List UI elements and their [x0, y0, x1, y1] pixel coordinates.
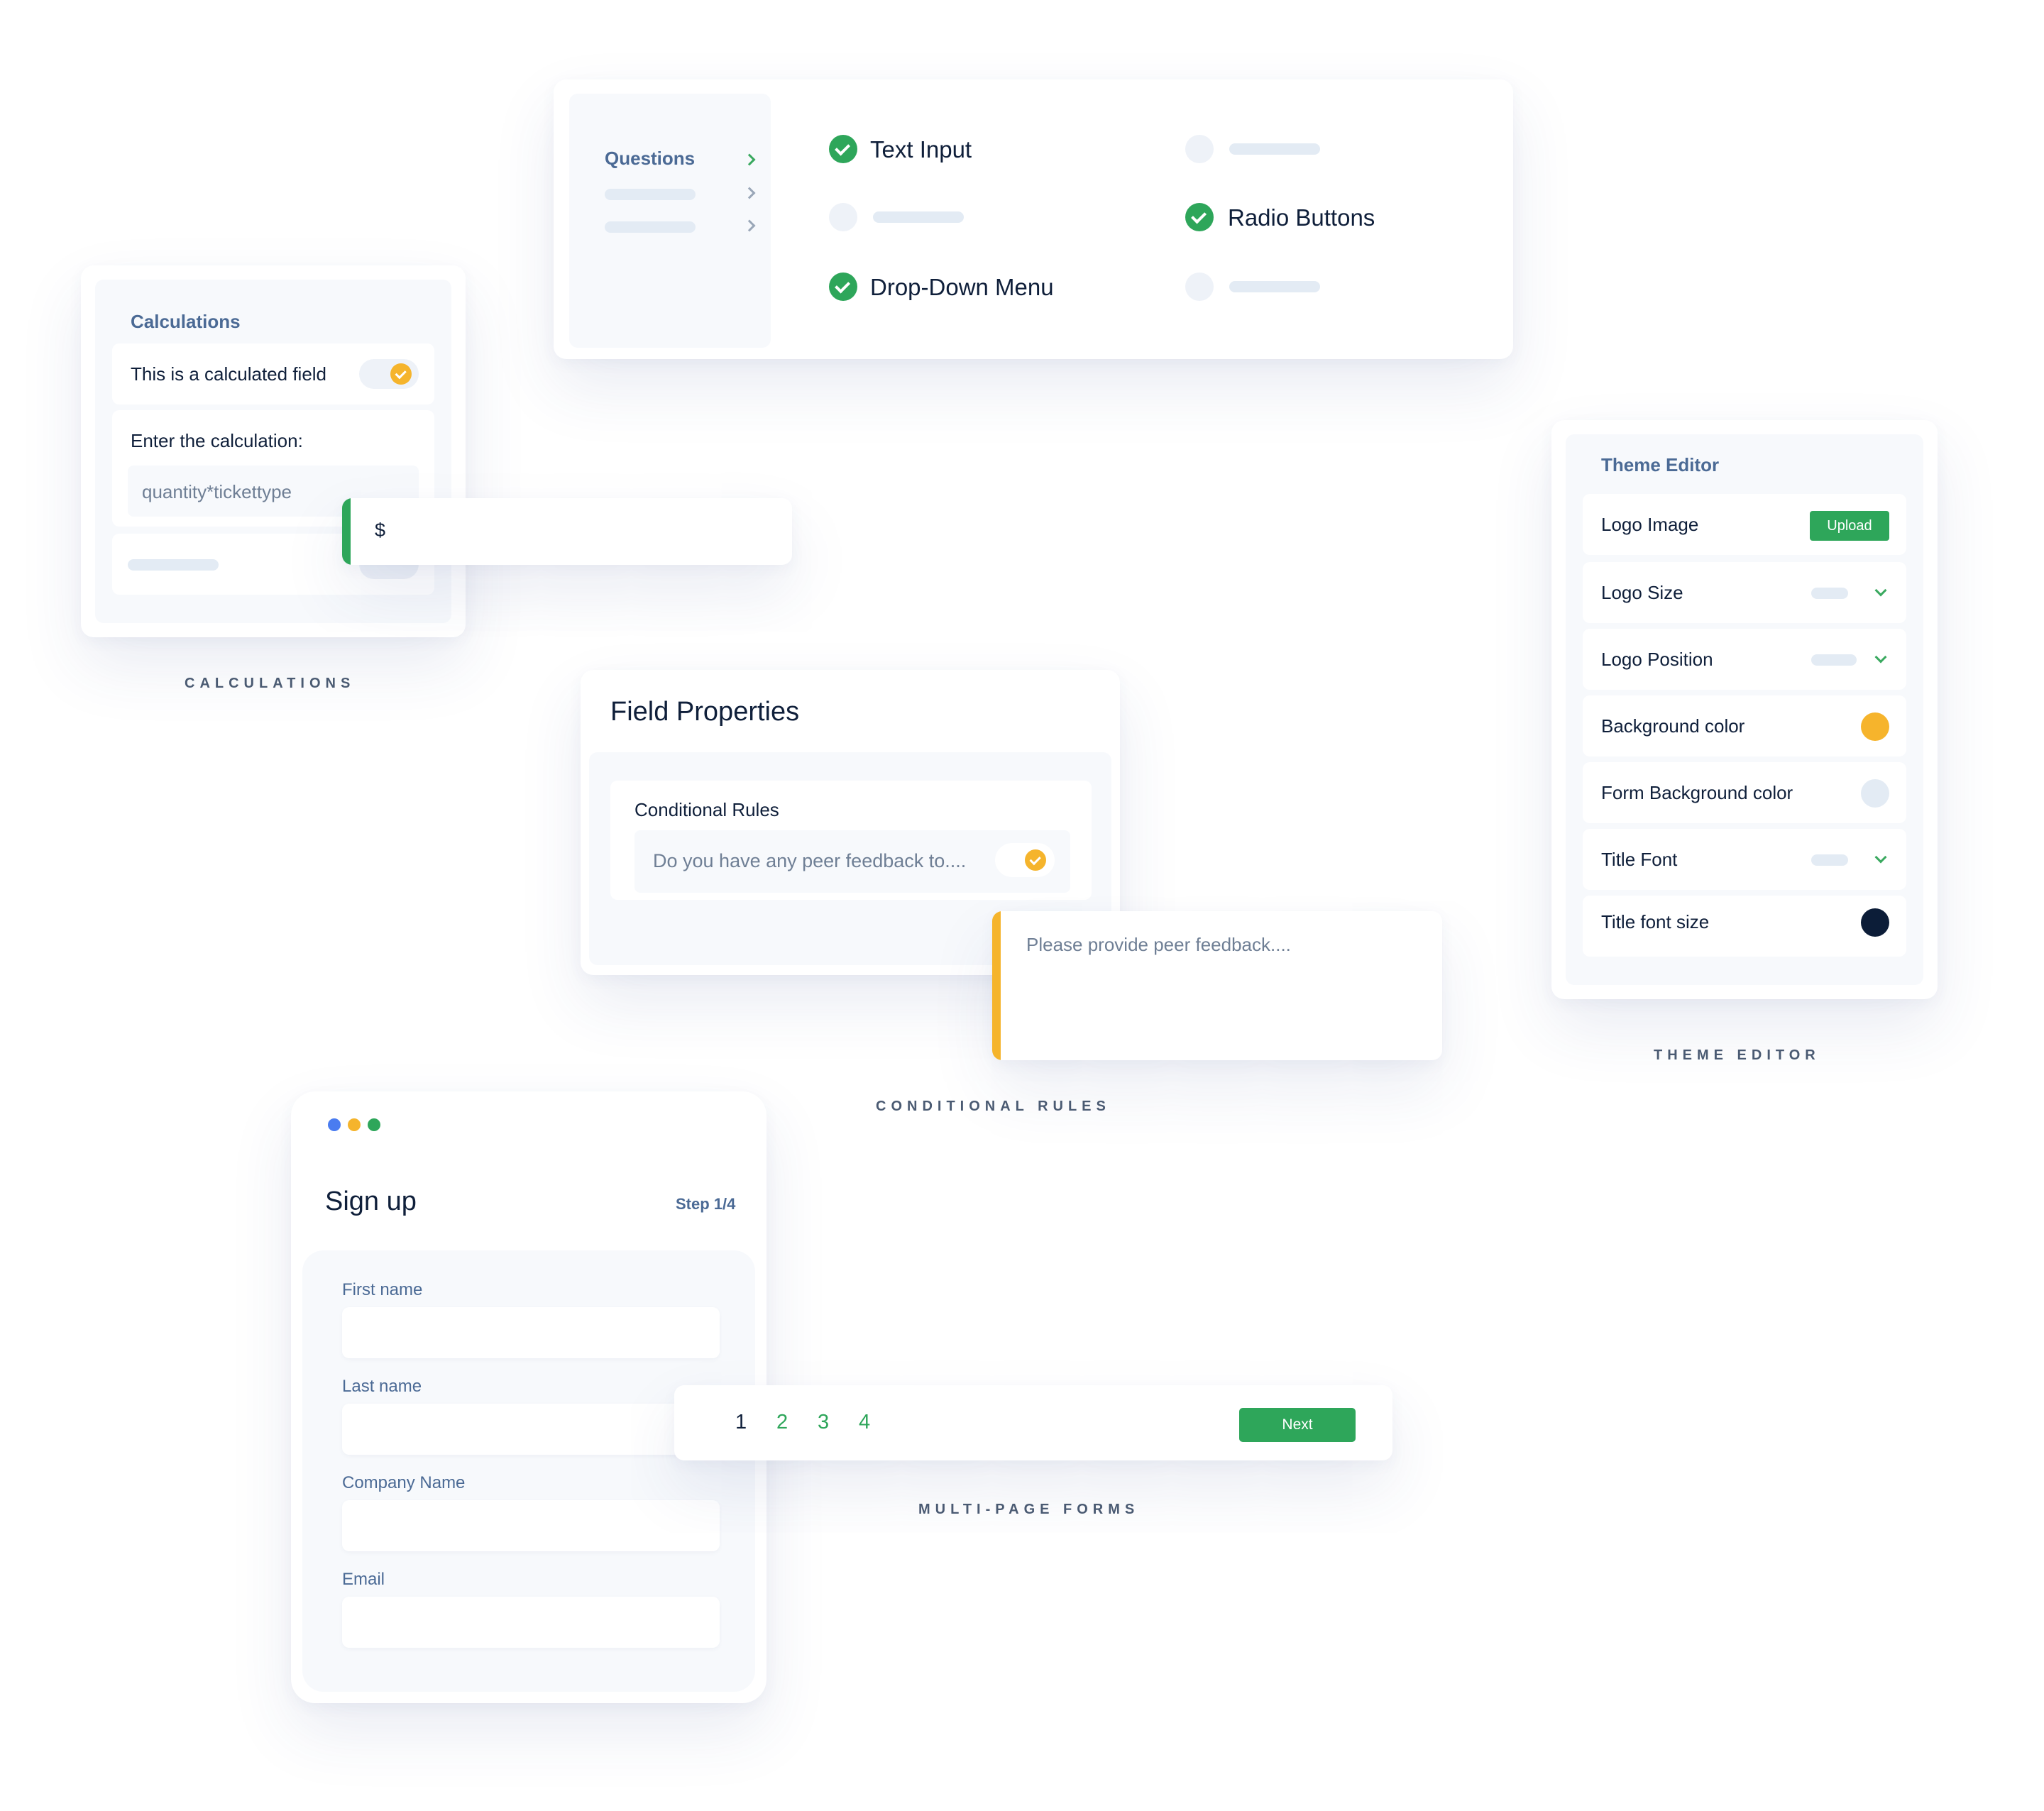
background-color-swatch[interactable]: [1861, 712, 1889, 741]
feedback-placeholder: Please provide peer feedback....: [1026, 934, 1291, 955]
enter-calculation-label: Enter the calculation:: [131, 430, 303, 451]
calculations-card: Calculations This is a calculated field …: [81, 265, 466, 637]
first-name-input[interactable]: [342, 1307, 720, 1358]
calculations-caption: CALCULATIONS: [185, 676, 356, 691]
check-icon: [1185, 203, 1214, 231]
company-name-input[interactable]: [342, 1500, 720, 1551]
last-name-input[interactable]: [342, 1404, 720, 1455]
next-button[interactable]: Next: [1239, 1408, 1356, 1442]
calculation-row: Enter the calculation: quantity*ticketty…: [112, 410, 434, 527]
logo-size-label: Logo Size: [1601, 582, 1683, 603]
chevron-right-icon[interactable]: [743, 153, 756, 166]
question-type-placeholder: [1229, 143, 1320, 155]
logo-image-label: Logo Image: [1601, 514, 1699, 535]
calculated-field-toggle[interactable]: [359, 359, 419, 389]
chevron-right-icon[interactable]: [743, 219, 756, 232]
title-font-row[interactable]: Title Font: [1583, 829, 1906, 890]
step-indicator: Step 1/4: [676, 1195, 736, 1213]
theme-editor-inner: Theme Editor Logo Image Upload Logo Size…: [1566, 434, 1923, 985]
form-background-color-row[interactable]: Form Background color: [1583, 762, 1906, 823]
chevron-right-icon[interactable]: [743, 187, 756, 199]
title-font-size-label: Title font size: [1601, 911, 1710, 932]
logo-position-label: Logo Position: [1601, 649, 1713, 670]
signup-title: Sign up: [325, 1187, 417, 1216]
logo-size-row[interactable]: Logo Size: [1583, 562, 1906, 623]
questions-sidebar: Questions: [569, 94, 771, 348]
chevron-down-icon[interactable]: [1874, 584, 1887, 597]
field-properties-card: Field Properties Conditional Rules Do yo…: [581, 670, 1120, 975]
check-icon: [829, 135, 857, 163]
rule-toggle[interactable]: [995, 843, 1055, 877]
sidebar-item-placeholder[interactable]: [605, 221, 696, 233]
theme-editor-title: Theme Editor: [1601, 454, 1720, 475]
peer-feedback-textarea[interactable]: Please provide peer feedback....: [992, 911, 1442, 1060]
question-type-placeholder: [873, 211, 964, 223]
check-icon: [1025, 849, 1046, 871]
calculation-input-value: quantity*tickettype: [142, 481, 292, 502]
calculated-field-row[interactable]: This is a calculated field: [112, 343, 434, 404]
last-name-label: Last name: [342, 1377, 422, 1396]
logo-size-value: [1811, 588, 1848, 599]
theme-editor-card: Theme Editor Logo Image Upload Logo Size…: [1551, 420, 1938, 999]
form-background-color-swatch[interactable]: [1861, 779, 1889, 808]
empty-circle-icon: [1185, 135, 1214, 163]
email-label: Email: [342, 1570, 385, 1589]
chevron-down-icon[interactable]: [1874, 651, 1887, 664]
empty-circle-icon: [1185, 273, 1214, 301]
question-type-drop-down-menu[interactable]: Drop-Down Menu: [870, 274, 1054, 300]
green-accent-bar: [342, 498, 351, 565]
question-types-card: Questions Text Input Radio Buttons Drop-…: [554, 79, 1513, 359]
background-color-row[interactable]: Background color: [1583, 695, 1906, 756]
form-background-color-label: Form Background color: [1601, 782, 1793, 803]
conditional-rules-row: Conditional Rules Do you have any peer f…: [610, 781, 1092, 900]
page-2[interactable]: 2: [776, 1411, 789, 1433]
rule-question-text: Do you have any peer feedback to....: [653, 850, 967, 871]
window-dot-green: [368, 1118, 380, 1131]
window-dot-yellow: [348, 1118, 361, 1131]
logo-position-value: [1811, 654, 1857, 666]
background-color-label: Background color: [1601, 715, 1745, 737]
calculated-field-label: This is a calculated field: [131, 363, 327, 385]
sidebar-item-questions[interactable]: Questions: [605, 148, 696, 169]
title-font-label: Title Font: [1601, 849, 1678, 870]
yellow-accent-bar: [992, 911, 1001, 1060]
page-1[interactable]: 1: [735, 1411, 747, 1433]
calculations-title: Calculations: [131, 311, 241, 332]
empty-circle-icon: [829, 203, 857, 231]
currency-output-field[interactable]: $: [342, 498, 792, 565]
title-font-size-swatch[interactable]: [1861, 908, 1889, 937]
question-type-placeholder: [1229, 281, 1320, 292]
sidebar-item-placeholder[interactable]: [605, 189, 696, 200]
rule-question-field[interactable]: Do you have any peer feedback to....: [634, 830, 1070, 893]
email-input[interactable]: [342, 1597, 720, 1648]
page-3[interactable]: 3: [818, 1411, 830, 1433]
question-type-radio-buttons[interactable]: Radio Buttons: [1228, 204, 1375, 231]
title-font-size-row[interactable]: Title font size: [1583, 896, 1906, 957]
currency-symbol: $: [375, 519, 386, 541]
pagination-bar: 1 2 3 4 Next: [674, 1385, 1392, 1460]
check-icon: [390, 363, 412, 385]
title-font-value: [1811, 854, 1848, 866]
calculations-inner: Calculations This is a calculated field …: [95, 280, 451, 623]
conditional-rules-caption: CONDITIONAL RULES: [876, 1099, 1111, 1114]
signup-form-panel: First name Last name Company Name Email: [302, 1250, 755, 1692]
logo-position-row[interactable]: Logo Position: [1583, 629, 1906, 690]
theme-editor-caption: THEME EDITOR: [1654, 1047, 1820, 1063]
conditional-rules-panel: Conditional Rules Do you have any peer f…: [589, 752, 1111, 965]
logo-image-row: Logo Image Upload: [1583, 494, 1906, 555]
first-name-label: First name: [342, 1280, 423, 1299]
page-4[interactable]: 4: [859, 1411, 871, 1433]
window-dot-blue: [328, 1118, 341, 1131]
check-icon: [829, 273, 857, 301]
multi-page-forms-caption: MULTI-PAGE FORMS: [918, 1502, 1140, 1517]
company-name-label: Company Name: [342, 1473, 466, 1492]
upload-button[interactable]: Upload: [1810, 511, 1889, 541]
question-type-text-input[interactable]: Text Input: [870, 136, 972, 163]
field-properties-title: Field Properties: [610, 697, 800, 727]
placeholder-bar: [128, 559, 219, 571]
chevron-down-icon[interactable]: [1874, 851, 1887, 864]
conditional-rules-label: Conditional Rules: [634, 799, 779, 820]
